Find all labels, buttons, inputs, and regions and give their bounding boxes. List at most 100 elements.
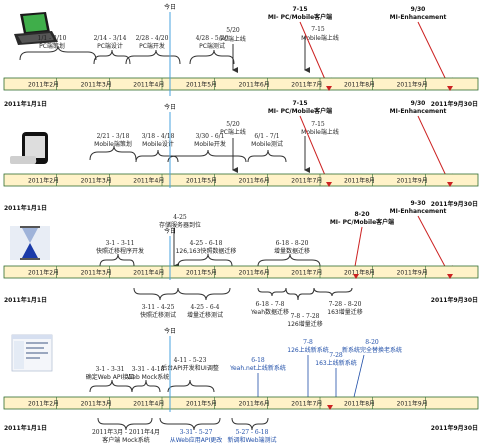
task-dates: 3-31 - 4-18 — [132, 366, 165, 373]
month-label: 2011年9月 — [397, 81, 428, 89]
task-name: Web Mock系统 — [127, 373, 170, 381]
milestone-name: MI- PC/Mobile客户端 — [268, 107, 332, 115]
marker-name: PC端上线 — [220, 35, 246, 43]
month-label: 2011年5月 — [186, 269, 217, 277]
month-label: 2011年4月 — [133, 81, 164, 89]
start-date-label: 2011年1月1日 — [4, 296, 47, 304]
milestone-name: MI-Enhancement — [390, 208, 447, 215]
phone-icon — [10, 132, 48, 164]
task-name: Mobile测试 — [251, 140, 283, 148]
month-label: 2011年2月 — [28, 81, 59, 89]
month-label: 2011年4月 — [133, 400, 164, 408]
task-dates: 3-31 - 5-27 — [180, 429, 213, 436]
marker-name: Mobile端上线 — [301, 128, 339, 136]
row-data-migration: 4-25 存储服务器到位 3-1 - 3-11 快照迁移程序开发 4-25 - … — [3, 200, 479, 328]
release-date: 8-20 — [365, 339, 379, 346]
milestone-date: 7-15 — [292, 6, 307, 13]
month-label: 2011年3月 — [81, 269, 112, 277]
today-label: 今日 — [164, 103, 176, 111]
task-dates: 3-1 - 3-11 — [106, 240, 135, 247]
task-name: 确定Web API接口 — [86, 373, 134, 381]
release-name: 新系统完全替换老系统 — [342, 346, 402, 354]
task-dates: 6-18 - 8-20 — [276, 240, 309, 247]
marker-date: 5/20 — [226, 121, 240, 128]
milestone-marker — [326, 86, 332, 91]
task-dates: 4-25 - 6-18 — [190, 240, 223, 247]
month-label: 2011年9月 — [397, 269, 428, 277]
month-label: 2011年3月 — [81, 177, 112, 185]
milestone-date: 7-15 — [292, 100, 307, 107]
today-label: 今日 — [164, 3, 176, 11]
marker-date: 7-15 — [311, 121, 325, 128]
timeline-bar-background — [3, 265, 479, 279]
task-dates: 6-18 - 7-8 — [256, 301, 285, 308]
month-label: 2011年7月 — [291, 400, 322, 408]
month-label: 2011年6月 — [239, 400, 270, 408]
task-name: 新调和Web端测试 — [227, 436, 276, 444]
task-dates: 6/1 - 7/1 — [254, 133, 279, 140]
month-label: 2011年3月 — [81, 81, 112, 89]
release-name: 126上线新系统 — [287, 346, 328, 354]
month-label: 2011年4月 — [133, 269, 164, 277]
month-label: 2011年8月 — [344, 81, 375, 89]
start-date-label: 2011年1月1日 — [4, 100, 47, 108]
task-dates: 3/18 - 4/18 — [142, 133, 175, 140]
start-date-label: 2011年1月1日 — [4, 204, 47, 212]
task-name: Yeah数据迁移 — [250, 308, 289, 316]
month-label: 2011年7月 — [291, 177, 322, 185]
marker-date: 5/20 — [226, 27, 240, 34]
marker-name: 存储服务器到位 — [159, 221, 201, 229]
release-name: Yeah.net上线新系统 — [229, 364, 286, 372]
row-pc: 1/1 - 2/10 PC端策划 2/14 - 3/14 PC端设计 2/28 … — [3, 6, 479, 108]
task-dates: 2/21 - 3/18 — [97, 133, 130, 140]
today-label: 今日 — [164, 327, 176, 335]
marker-date: 7-15 — [311, 26, 325, 33]
task-dates: 3-1 - 3-31 — [96, 366, 125, 373]
task-name: 126增量迁移 — [287, 320, 322, 328]
screenshot-icon — [11, 334, 53, 372]
month-label: 2011年5月 — [186, 177, 217, 185]
release-date: 6-18 — [251, 357, 265, 364]
timeline-bar-background — [3, 77, 479, 91]
month-label: 2011年4月 — [133, 177, 164, 185]
row-web: 3-1 - 3-31 确定Web API接口 3-31 - 4-18 Web M… — [3, 334, 479, 444]
row-mobile: 2/21 - 3/18 Mobile端策划 3/18 - 4/18 Mobile… — [3, 100, 479, 212]
end-date-label: 2011年9月30日 — [431, 200, 478, 208]
month-label: 2011年8月 — [344, 177, 375, 185]
task-name: 快照迁移测试 — [140, 311, 176, 319]
month-label: 2011年2月 — [28, 177, 59, 185]
task-name: PC端策划 — [39, 42, 65, 50]
task-dates: 7-28 - 8-20 — [329, 301, 362, 308]
month-label: 2011年5月 — [186, 81, 217, 89]
milestone-date: 9-30 — [410, 200, 425, 207]
task-dates: 4-11 - 5-23 — [174, 357, 207, 364]
month-label: 2011年9月 — [397, 177, 428, 185]
hourglass-icon — [10, 226, 50, 260]
month-label: 2011年6月 — [239, 177, 270, 185]
milestone-name: MI-Enhancement — [390, 108, 447, 115]
release-date: 7-28 — [329, 352, 343, 359]
task-name: 增量数据迁移 — [274, 247, 310, 255]
end-date-label: 2011年9月30日 — [431, 424, 478, 432]
timeline-bar: 2011年2月 2011年3月 2011年4月 2011年5月 2011年6月 2011年… — [3, 173, 479, 187]
end-date-label: 2011年9月30日 — [431, 100, 478, 108]
release-date: 7-8 — [303, 339, 313, 346]
marker-date: 4-25 — [173, 214, 187, 221]
task-dates: 3/30 - 6/1 — [196, 133, 225, 140]
task-name: PC端开发 — [139, 42, 165, 50]
laptop-icon — [14, 12, 58, 45]
milestone-marker — [447, 86, 453, 91]
month-label: 2011年2月 — [28, 269, 59, 277]
month-label: 2011年7月 — [291, 269, 322, 277]
task-name: 增量迁移测试 — [187, 311, 223, 319]
timeline-bar-background — [3, 173, 479, 187]
task-dates: 2/28 - 4/20 — [136, 35, 169, 42]
task-dates: 4/28 - 5/20 — [196, 35, 229, 42]
release-name: 163上线新系统 — [315, 359, 356, 367]
month-label: 2011年5月 — [186, 400, 217, 408]
month-label: 2011年8月 — [344, 400, 375, 408]
month-label: 2011年9月 — [397, 400, 428, 408]
